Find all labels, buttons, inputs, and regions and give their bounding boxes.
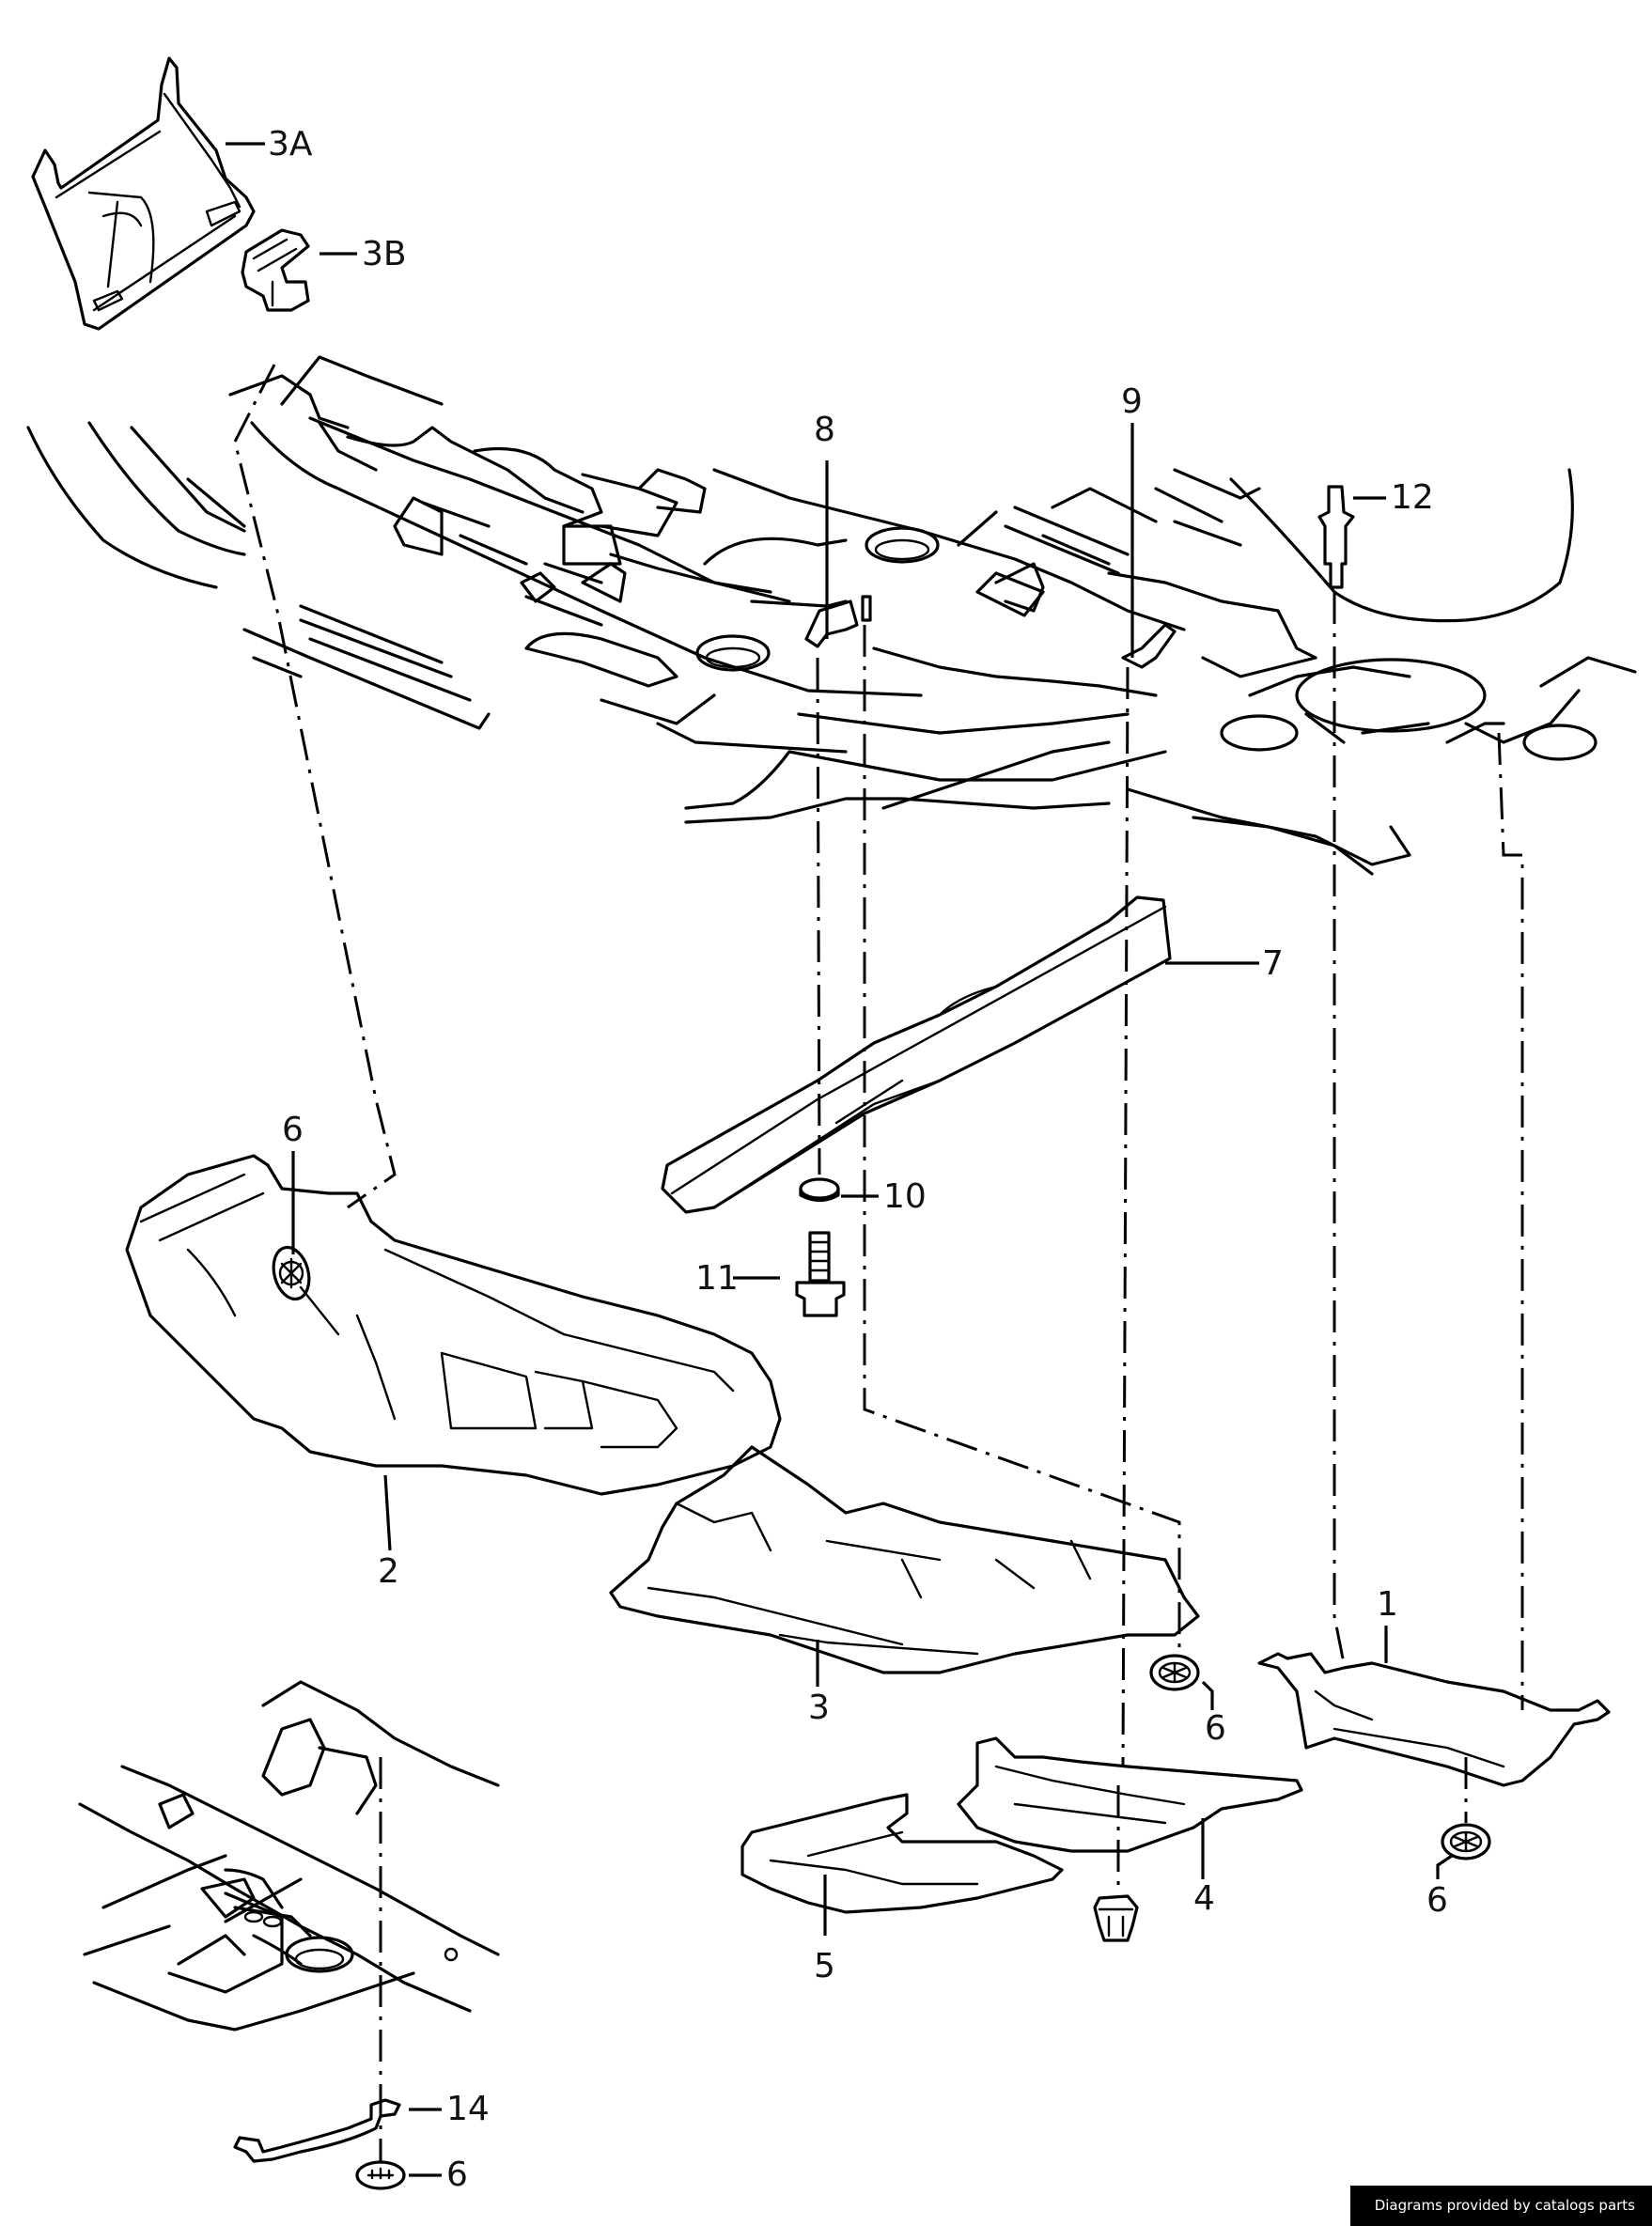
part-14-strap[interactable] — [233, 2098, 401, 2163]
callout-3a[interactable]: 3A — [268, 125, 313, 163]
part-11-bolt[interactable] — [795, 1231, 846, 1317]
part-5-panel[interactable] — [740, 1793, 1064, 1914]
part-3a-bracket[interactable] — [31, 56, 256, 331]
callout-6-lower[interactable]: 6 — [446, 2156, 468, 2194]
callout-3[interactable]: 3 — [808, 1689, 830, 1727]
leader-lines — [226, 142, 1453, 2177]
callout-3b[interactable]: 3B — [362, 235, 407, 273]
callout-6-upper[interactable]: 6 — [282, 1111, 304, 1149]
part-3-center-panel[interactable] — [609, 1445, 1200, 1674]
callout-14[interactable]: 14 — [446, 2090, 490, 2128]
attribution-badge: Diagrams provided by catalogs parts — [1349, 2186, 1652, 2226]
part-nut[interactable] — [1093, 1894, 1139, 1942]
callout-2[interactable]: 2 — [378, 1552, 399, 1591]
part-10-washer[interactable] — [799, 1177, 840, 1203]
part-12-stud[interactable] — [1317, 485, 1355, 589]
part-6-grommet-d[interactable] — [355, 2160, 406, 2190]
callout-7[interactable]: 7 — [1262, 944, 1284, 983]
part-9-bracket[interactable] — [1121, 623, 1177, 669]
callout-6-right[interactable]: 6 — [1426, 1881, 1448, 1920]
part-6-grommet-b[interactable] — [1149, 1654, 1200, 1691]
callout-4[interactable]: 4 — [1193, 1879, 1215, 1918]
floor-pan-upper — [26, 355, 1637, 876]
inset-floor-detail — [78, 1680, 500, 2031]
callout-11[interactable]: 11 — [695, 1259, 739, 1298]
callout-8[interactable]: 8 — [814, 411, 835, 449]
part-7-rail[interactable] — [661, 895, 1172, 1214]
callout-9[interactable]: 9 — [1121, 382, 1143, 421]
part-8-bracket[interactable] — [804, 595, 872, 648]
assembly-lines — [233, 364, 1524, 2161]
part-2-floor-panel[interactable] — [125, 1154, 782, 1496]
part-6-grommet-c[interactable] — [1441, 1823, 1491, 1860]
callout-12[interactable]: 12 — [1391, 478, 1434, 517]
callout-6-mid[interactable]: 6 — [1205, 1709, 1226, 1748]
callout-1[interactable]: 1 — [1377, 1585, 1398, 1624]
callout-5[interactable]: 5 — [814, 1947, 835, 1985]
part-1-rear-panel[interactable] — [1257, 1652, 1611, 1787]
callout-10[interactable]: 10 — [883, 1177, 927, 1216]
part-3b-clip[interactable] — [241, 228, 310, 312]
part-4-panel[interactable] — [957, 1736, 1303, 1853]
